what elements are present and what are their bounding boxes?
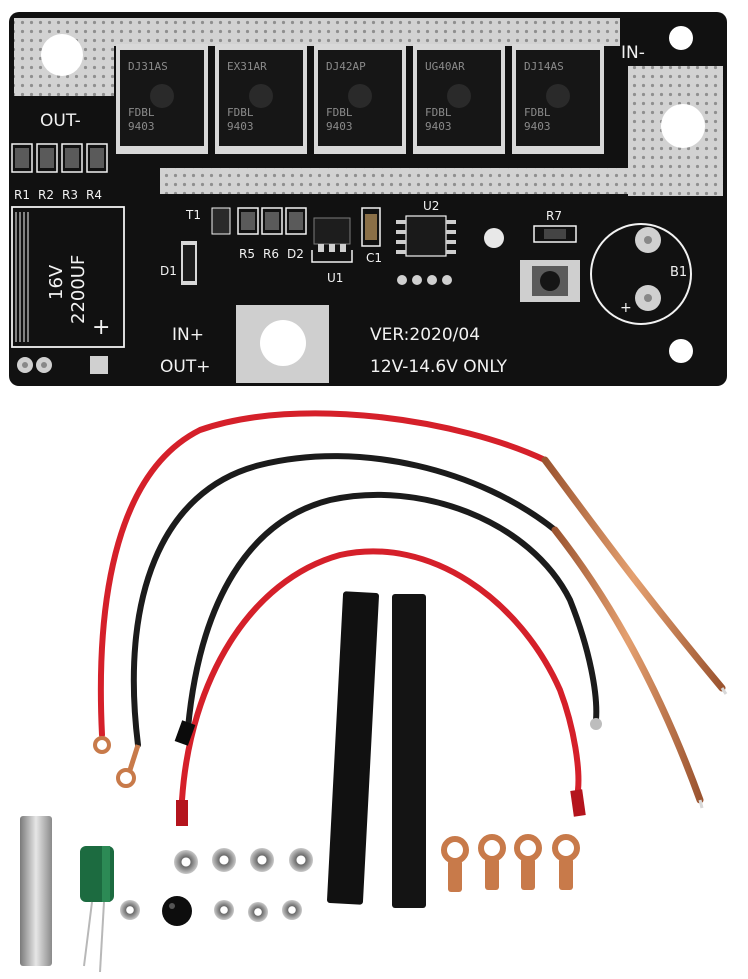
mosfet-row: DJ31ASFDBL9403EX31ARFDBL9403DJ42APFDBL94…: [116, 44, 604, 154]
ring-terminal: [93, 736, 111, 754]
mosfet-marking-top: UG40AR: [425, 60, 465, 73]
mosfet-marking-mid: FDBL: [128, 106, 155, 119]
mosfet-marking-bot: 9403: [326, 120, 353, 133]
heat-shrink-tube: [392, 594, 426, 908]
resistor-array: [11, 143, 108, 173]
red-wire-long: [97, 410, 548, 738]
mosfet-marking-top: DJ42AP: [326, 60, 366, 73]
mosfet-marking-bot: 9403: [128, 120, 155, 133]
mosfet-marking-top: DJ14AS: [524, 60, 564, 73]
ref-r1: R1: [14, 188, 30, 202]
regulator-u1: [313, 217, 351, 245]
label-out-plus: OUT+: [160, 357, 210, 377]
wire-end-red: [570, 789, 586, 817]
copper-probe: [541, 456, 726, 692]
mosfet-marking-mid: FDBL: [524, 106, 551, 119]
resistor-r7: [533, 225, 577, 243]
ref-r2: R2: [38, 188, 54, 202]
label-out-minus: OUT-: [40, 111, 81, 131]
wire-end-black: [174, 720, 196, 746]
red-wire-short: [179, 548, 582, 803]
ref-r6: R6: [263, 247, 279, 261]
ref-r4: R4: [86, 188, 102, 202]
ref-u1: U1: [327, 271, 343, 285]
mosfet-marking-mid: FDBL: [326, 106, 353, 119]
resistor-group-r5-r6-d2: [237, 207, 307, 235]
mosfet-marking-bot: 9403: [425, 120, 452, 133]
mount-hole: [669, 339, 693, 363]
version-label: VER:2020/04: [370, 325, 480, 345]
ref-u2: U2: [423, 199, 439, 213]
cap-plus: +: [92, 315, 110, 340]
ring-terminal: [116, 768, 136, 788]
cap-value: 2200UF: [68, 255, 89, 324]
washers: [120, 900, 302, 922]
mosfet-marking-top: EX31AR: [227, 60, 267, 73]
ref-r7: R7: [546, 209, 562, 223]
nickel-strip: [20, 816, 52, 966]
electrolytic-capacitor: [80, 846, 114, 973]
heat-shrink-tube: [327, 591, 379, 905]
led-pad: [484, 228, 504, 248]
black-cap: [162, 896, 192, 926]
wire-end-red: [176, 800, 188, 826]
wire-set: [93, 410, 728, 826]
hex-nuts: [174, 848, 313, 874]
ref-b1: B1: [670, 265, 687, 280]
voltage-note: 12V-14.6V ONLY: [370, 357, 508, 377]
ref-r5: R5: [239, 247, 255, 261]
ref-c1: C1: [366, 251, 382, 265]
label-in-minus: IN-: [621, 43, 645, 63]
chip-u2: [405, 215, 447, 257]
mosfet-marking-bot: 9403: [524, 120, 551, 133]
pcb-board: DJ31ASFDBL9403EX31ARFDBL9403DJ42APFDBL94…: [9, 12, 727, 386]
mosfet-marking-bot: 9403: [227, 120, 254, 133]
mosfet-marking-mid: FDBL: [227, 106, 254, 119]
capacitor-outline: [11, 206, 125, 348]
ref-r3: R3: [62, 188, 78, 202]
solder-pad: [90, 356, 108, 374]
mount-hole: [669, 26, 693, 50]
ref-d1: D1: [160, 264, 177, 278]
mount-hole: [661, 104, 705, 148]
black-wire-long: [130, 453, 558, 748]
mosfet-marking-top: DJ31AS: [128, 60, 168, 73]
capacitor-c1: [361, 207, 381, 247]
battery-plus: +: [620, 300, 632, 316]
cap-voltage: 16V: [46, 264, 67, 300]
transistor-t1: [211, 207, 231, 235]
mount-hole: [260, 320, 306, 366]
copper-probe: [551, 526, 704, 804]
mount-hole: [41, 34, 83, 76]
ref-d2: D2: [287, 247, 304, 261]
loose-ring-terminals: [441, 834, 580, 864]
black-wire-short: [185, 491, 600, 731]
battery-connector-b1: [590, 223, 692, 325]
mosfet-marking-mid: FDBL: [425, 106, 452, 119]
label-in-plus: IN+: [172, 325, 204, 345]
ref-t1: T1: [185, 208, 201, 222]
